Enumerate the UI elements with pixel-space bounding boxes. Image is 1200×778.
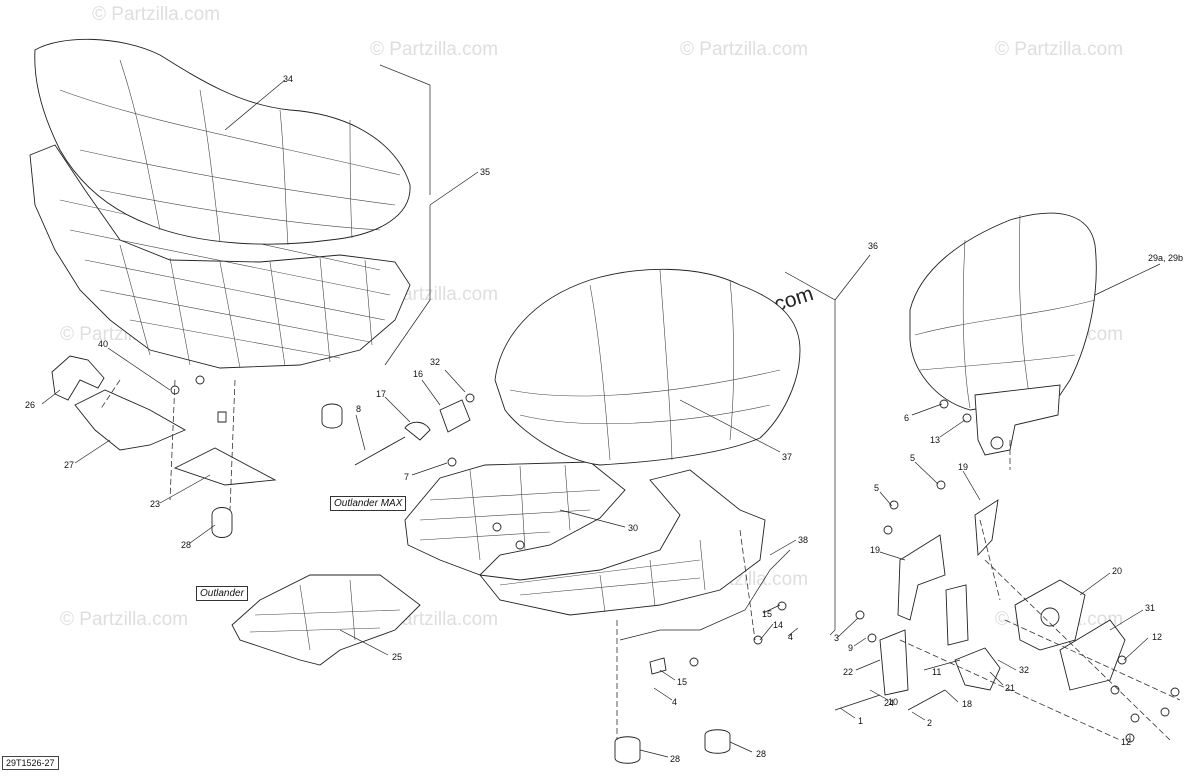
callout-2: 2 — [927, 718, 932, 728]
callout-26: 26 — [25, 400, 35, 410]
drawing-reference-code: 29T1526-27 — [2, 756, 59, 770]
callout-labels: 34 35 36 29a, 29b 40 26 27 23 28 32 16 1… — [25, 74, 1183, 764]
callout-5: 5 — [874, 483, 879, 493]
callout-23: 23 — [150, 499, 160, 509]
watermark: © Partzilla.com — [60, 609, 188, 630]
watermark: © Partzilla.com — [370, 39, 498, 60]
callout-36: 36 — [868, 241, 878, 251]
callout-14: 14 — [773, 620, 783, 630]
callout-4: 4 — [788, 632, 793, 642]
group-bracket-35 — [379, 64, 431, 195]
callout-32: 32 — [430, 357, 440, 367]
callout-10: 10 — [888, 697, 898, 707]
callout-19: 19 — [870, 545, 880, 555]
callout-3: 3 — [834, 633, 839, 643]
driver-seat-assembly — [29, 38, 411, 429]
callout-8: 8 — [356, 404, 361, 414]
callout-12: 12 — [1152, 632, 1162, 642]
variant-label-outlander: Outlander — [196, 586, 248, 601]
hardware-center — [354, 393, 475, 467]
callout-12: 12 — [1121, 737, 1131, 747]
callout-34: 34 — [283, 74, 293, 84]
callout-37: 37 — [782, 452, 792, 462]
callout-19: 19 — [958, 462, 968, 472]
callout-1: 1 — [858, 716, 863, 726]
group-bracket-36 — [784, 271, 836, 636]
callout-31: 31 — [1145, 603, 1155, 613]
callout-15: 15 — [762, 609, 772, 619]
assembly-guide-lines-center — [616, 529, 756, 740]
callout-17: 17 — [376, 389, 386, 399]
outlander-plate — [231, 574, 421, 666]
callout-27: 27 — [64, 460, 74, 470]
callout-32: 32 — [1019, 665, 1029, 675]
callout-9: 9 — [848, 643, 853, 653]
assembly-guide-lines — [899, 440, 1181, 741]
callout-16: 16 — [413, 369, 423, 379]
passenger-seat-base — [478, 469, 791, 764]
callout-28: 28 — [670, 754, 680, 764]
callout-11: 11 — [932, 667, 941, 677]
callout-29a-29b: 29a, 29b — [1148, 253, 1183, 263]
callout-22: 22 — [843, 667, 853, 677]
callout-38: 38 — [798, 535, 808, 545]
variant-label-outlander-max: Outlander MAX — [330, 496, 407, 511]
callout-18: 18 — [962, 699, 972, 709]
callout-30: 30 — [628, 523, 638, 533]
callout-25: 25 — [392, 652, 402, 662]
left-small-parts — [51, 355, 277, 538]
callout-6: 6 — [904, 413, 909, 423]
callout-20: 20 — [1112, 566, 1122, 576]
callout-15: 15 — [677, 677, 687, 687]
callout-5: 5 — [910, 453, 915, 463]
callout-40: 40 — [98, 339, 108, 349]
watermark: © Partzilla.com — [995, 39, 1123, 60]
callout-24: 24 — [884, 698, 894, 708]
callout-21: 21 — [1005, 683, 1015, 693]
callout-7: 7 — [404, 472, 409, 482]
leader-lines — [41, 347, 1149, 758]
callout-4: 4 — [672, 697, 677, 707]
callout-35: 35 — [480, 167, 490, 177]
watermark: © Partzilla.com — [92, 4, 220, 25]
callout-13: 13 — [930, 435, 940, 445]
outlander-max-plate — [404, 461, 626, 576]
watermark: © Partzilla.com — [680, 39, 808, 60]
backrest — [909, 212, 1097, 456]
callout-28: 28 — [181, 540, 191, 550]
callout-28: 28 — [756, 749, 766, 759]
passenger-seat — [494, 268, 801, 466]
group-bracket-35b — [384, 205, 431, 366]
assembly-guide-lines-left — [99, 379, 236, 511]
